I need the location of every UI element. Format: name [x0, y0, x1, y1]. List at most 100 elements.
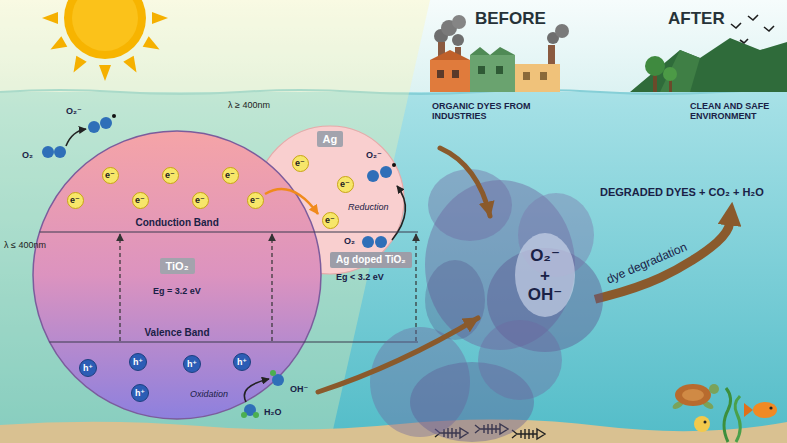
- dye-cloud-outline: [428, 169, 512, 241]
- factory: [515, 64, 560, 92]
- electron-symbol: e⁻: [322, 212, 339, 229]
- factory: [540, 72, 547, 80]
- band-label: Conduction Band: [136, 217, 219, 229]
- tio2-particle-outline: [265, 189, 318, 214]
- product-label: DEGRADED DYES + CO₂ + H₂O: [600, 186, 764, 199]
- factory: [496, 66, 503, 74]
- birds: [731, 15, 774, 43]
- factory: [470, 47, 515, 55]
- note: CLEAN AND SAFE ENVIRONMENT: [690, 101, 775, 122]
- hole-symbol: h⁺: [233, 353, 251, 371]
- sun: [68, 56, 86, 76]
- oxygen-molecule: [112, 114, 116, 118]
- silver-particle-outline: [380, 166, 392, 178]
- birds: [748, 15, 758, 20]
- tio2-particle-outline: [119, 234, 120, 341]
- factory: [452, 70, 459, 78]
- electron-symbol: e⁻: [192, 192, 209, 209]
- material-name: Ag doped TiO₂: [336, 254, 406, 266]
- birds: [740, 39, 748, 43]
- factory: [430, 50, 470, 60]
- factory: [430, 60, 470, 92]
- electron-symbol: e⁻: [222, 167, 239, 184]
- product-text: DEGRADED DYES + CO₂ + H₂O: [598, 185, 766, 200]
- edge-label: dye degradation: [605, 240, 690, 287]
- radical-species: O₂⁻ + OH⁻: [526, 246, 564, 305]
- band-gap-label: Eg < 3.2 eV: [336, 272, 384, 282]
- electron-symbol: e⁻: [67, 192, 84, 209]
- process-label: Oxidation: [190, 389, 228, 399]
- material-name: TiO₂: [166, 260, 189, 273]
- hole-symbol: h⁺: [183, 355, 201, 373]
- process-arrow: [595, 220, 730, 300]
- dye-cloud-outline: [318, 318, 478, 392]
- sea-life: [724, 388, 731, 442]
- dye-cloud-outline: [425, 260, 485, 340]
- factory: [548, 45, 555, 67]
- tio2-particle-outline: [33, 131, 321, 419]
- hole-symbol: h⁺: [79, 359, 97, 377]
- sun: [64, 0, 146, 59]
- factory: [470, 55, 515, 92]
- mountain: [630, 38, 787, 92]
- scene-heading: BEFORE: [475, 9, 546, 29]
- wavelength-label: λ ≥ 400nm: [228, 100, 270, 110]
- fish-skeleton: [512, 429, 545, 439]
- factory: [555, 24, 569, 38]
- note: ORGANIC DYES FROM INDUSTRIES: [432, 101, 532, 122]
- tio2-particle-outline: [271, 234, 272, 341]
- tio2-particle-outline: [253, 412, 259, 418]
- sun: [47, 36, 67, 54]
- material-tag: Ag doped TiO₂Eg < 3.2 eV: [330, 252, 412, 268]
- electron-symbol: e⁻: [102, 167, 119, 184]
- silver-particle-outline: [375, 236, 387, 248]
- electron-symbol: e⁻: [292, 155, 309, 172]
- mountain: [630, 38, 787, 92]
- sea-life: [704, 421, 707, 424]
- sun: [152, 12, 168, 24]
- tio2-particle-outline: [40, 231, 418, 232]
- fish-skeleton: [512, 429, 545, 439]
- tio2-particle-outline: [270, 370, 276, 376]
- species-label: O₂⁻: [366, 150, 382, 160]
- material-tag: Ag: [317, 131, 344, 148]
- species-label: OH⁻: [290, 384, 308, 394]
- material-tag: TiO₂: [160, 258, 195, 275]
- factory: [478, 66, 485, 74]
- sun: [42, 0, 168, 81]
- mountain: [660, 50, 700, 92]
- factory: [452, 15, 466, 29]
- factory: [437, 70, 444, 78]
- species-label: O₂⁻: [66, 106, 82, 116]
- sun: [99, 65, 111, 81]
- oxygen-molecule: [100, 117, 112, 129]
- factory: [523, 72, 530, 80]
- process-label: Reduction: [348, 202, 389, 212]
- species-label: O₂: [344, 236, 355, 246]
- scene-heading: AFTER: [668, 9, 725, 29]
- hole-symbol: h⁺: [131, 384, 149, 402]
- sea-life: [671, 384, 777, 442]
- silver-particle-outline: [392, 163, 396, 167]
- tio2-particle-outline: [244, 379, 269, 402]
- band-label: Valence Band: [145, 327, 210, 339]
- dye-cloud-outline: [440, 148, 490, 216]
- mountain: [645, 56, 665, 76]
- sea-life: [753, 402, 777, 418]
- oxygen-molecule: [54, 146, 66, 158]
- sea-life: [744, 403, 753, 417]
- sea-life: [769, 406, 772, 409]
- material-name: Ag: [323, 133, 338, 146]
- sun: [123, 56, 141, 76]
- species-label: H₂O: [264, 407, 282, 417]
- mountain: [663, 67, 677, 81]
- electron-symbol: e⁻: [162, 167, 179, 184]
- sea-life: [709, 384, 719, 394]
- electron-symbol: e⁻: [337, 176, 354, 193]
- sun: [72, 0, 138, 51]
- tio2-particle-outline: [50, 341, 419, 342]
- silver-particle-outline: [362, 236, 374, 248]
